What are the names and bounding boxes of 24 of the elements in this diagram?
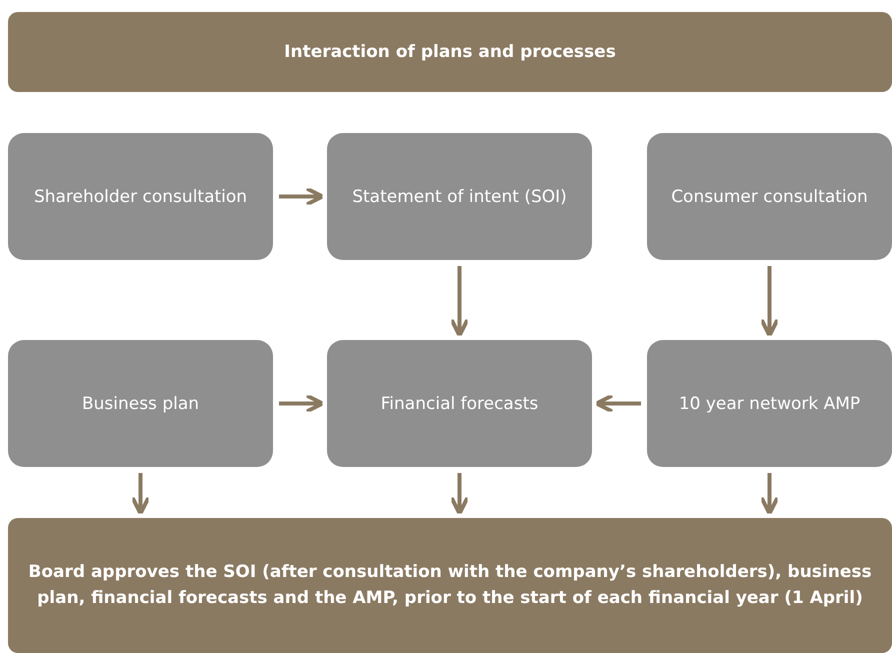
process-box: [327, 133, 592, 260]
arrow: [450, 473, 470, 516]
approval-band: [8, 518, 892, 653]
node-label: Statement of intent (SOI): [352, 186, 567, 206]
arrow: [279, 394, 325, 414]
title-band: [8, 12, 892, 92]
node-label: Board approves the SOI (after consultation with the company’s shareholders), business plan, financial forecasts and the AMP, prior to the start of each financial year (1 April): [28, 561, 872, 610]
process-box: [8, 133, 273, 260]
node-label: Business plan: [82, 394, 200, 414]
process-box: [327, 340, 592, 467]
node-label: Consumer consultation: [671, 186, 868, 206]
process-box: [8, 340, 273, 467]
arrow: [594, 394, 641, 414]
node-label: 10 year network AMP: [678, 394, 860, 414]
node-label: Shareholder consultation: [34, 186, 248, 206]
arrow: [450, 266, 470, 338]
arrow: [130, 473, 150, 516]
node-label: Interaction of plans and processes: [284, 42, 616, 62]
arrow: [760, 473, 780, 516]
arrow: [760, 266, 780, 338]
process-box: [647, 133, 892, 260]
process-box: [647, 340, 892, 467]
arrow: [279, 186, 325, 206]
node-label: Financial forecasts: [380, 394, 538, 414]
